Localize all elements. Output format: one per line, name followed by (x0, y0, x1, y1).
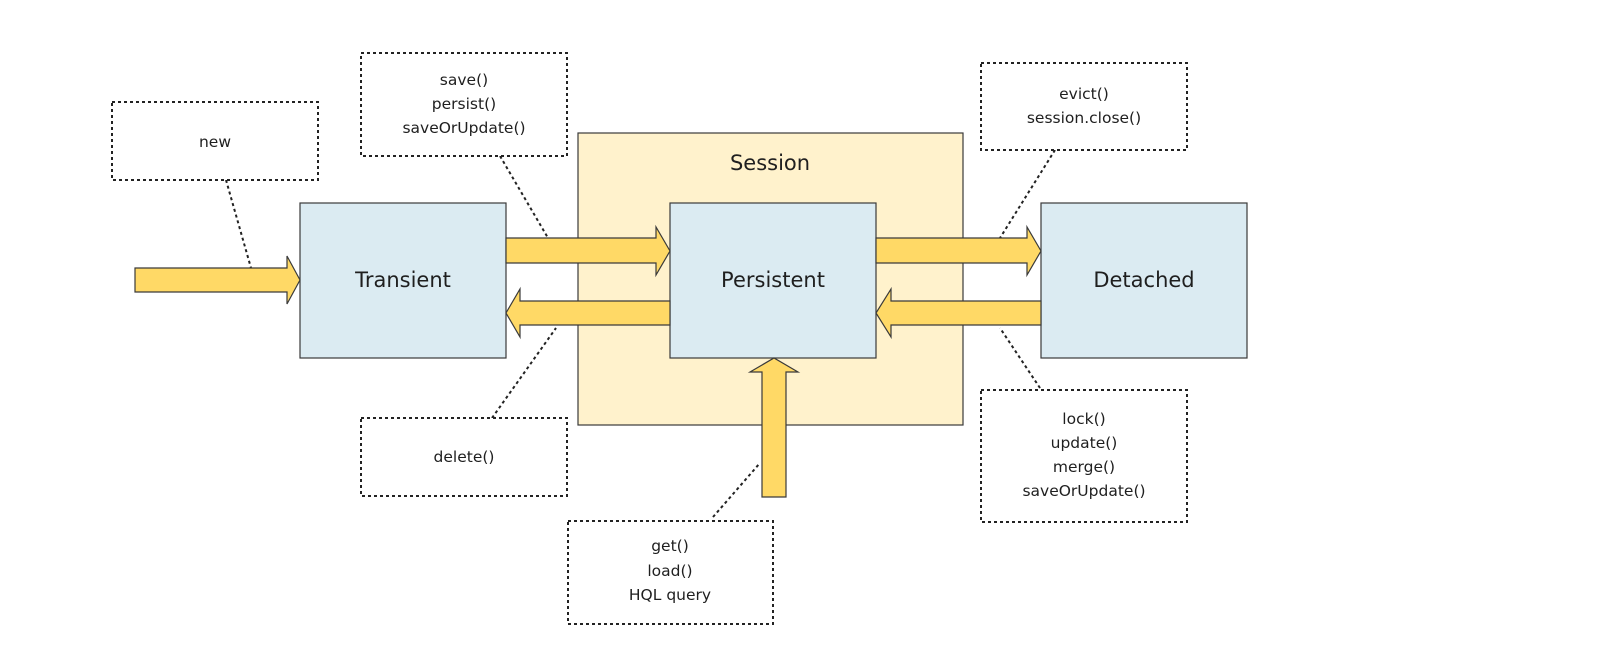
method-box-delete: delete() (360, 417, 568, 497)
method-label-hql-query: HQL query (629, 586, 711, 604)
method-box-new-border (111, 101, 319, 181)
state-persistent: Persistent (669, 202, 877, 359)
connector-delete (491, 327, 557, 419)
state-label-detached: Detached (1093, 268, 1194, 292)
method-label-save: save() (440, 71, 488, 89)
method-label-merge: merge() (1053, 458, 1115, 476)
method-box-lock-border (980, 389, 1188, 523)
state-label-transient: Transient (354, 268, 451, 292)
method-label-load: load() (647, 562, 692, 580)
state-box-detached (1040, 202, 1248, 359)
arrow-persistent-to-detached (875, 224, 1042, 278)
arrows (134, 224, 1042, 498)
arrow-query-to-persistent (747, 357, 801, 498)
method-box-evict-border (980, 62, 1188, 151)
arrow-new-to-transient (134, 255, 301, 305)
method-box-delete-border (360, 417, 568, 497)
connector-save (499, 155, 549, 239)
arrow-transient-to-persistent (505, 224, 671, 278)
method-box-get-border (567, 520, 774, 625)
connector-evict (999, 149, 1056, 239)
state-detached: Detached (1040, 202, 1248, 359)
state-transient: Transient (299, 202, 507, 359)
method-label-update: update() (1051, 434, 1118, 452)
method-label-new: new (199, 133, 231, 151)
method-label-get: get() (651, 537, 689, 555)
method-label-persist: persist() (432, 95, 496, 113)
method-label-save-or-update: saveOrUpdate() (402, 119, 525, 137)
session-label: Session (730, 151, 810, 175)
arrow-detached-to-persistent (875, 286, 1042, 340)
method-label-evict: evict() (1059, 85, 1109, 103)
method-box-save: save() persist() saveOrUpdate() (360, 52, 568, 157)
connector-new (225, 179, 252, 269)
method-box-evict: evict() session.close() (980, 62, 1188, 151)
method-box-get: get() load() HQL query (567, 520, 774, 625)
method-box-lock: lock() update() merge() saveOrUpdate() (980, 389, 1188, 523)
method-label-lock: lock() (1062, 410, 1105, 428)
connector-lines (225, 149, 1056, 518)
state-label-persistent: Persistent (721, 268, 825, 292)
state-box-transient (299, 202, 507, 359)
method-label-delete: delete() (434, 448, 495, 466)
method-label-session-close: session.close() (1027, 109, 1141, 127)
connector-lock (999, 327, 1041, 389)
method-box-save-border (360, 52, 568, 157)
method-label-save-or-update-detached: saveOrUpdate() (1022, 482, 1145, 500)
arrow-persistent-to-transient (505, 286, 671, 340)
state-box-persistent (669, 202, 877, 359)
connector-get (712, 462, 761, 518)
method-box-new: new (111, 101, 319, 181)
